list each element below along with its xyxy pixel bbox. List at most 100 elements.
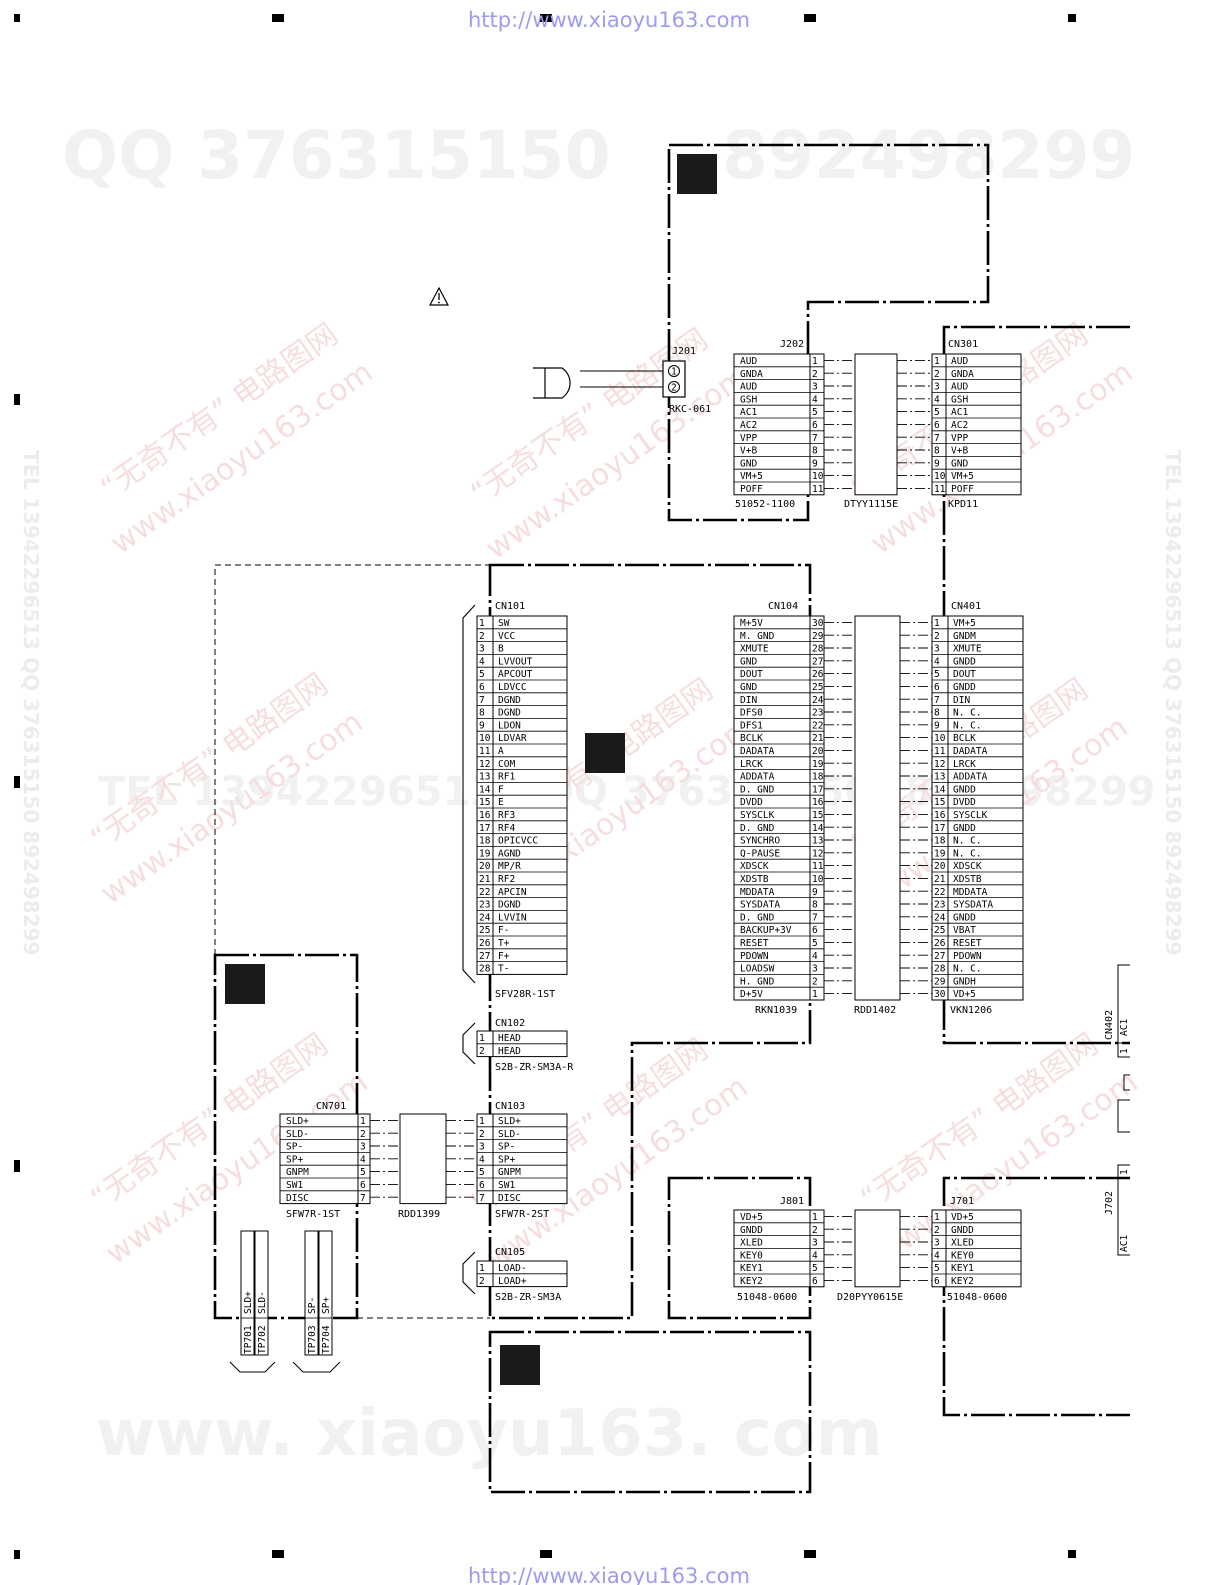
testpoint-box — [318, 1230, 333, 1356]
cn401-pin-name: GNDM — [953, 631, 976, 642]
cn105-bracket — [462, 1251, 476, 1295]
cn401-pin-name: LRCK — [953, 759, 976, 770]
top-url[interactable]: http://www.xiaoyu163.com — [468, 8, 750, 32]
board-outline-j801 — [667, 1176, 812, 1320]
board-outline-j701 — [942, 1176, 1130, 1417]
connector-labels: J202 51052-1100 DTYY1115E CN301 KPD11 CN… — [286, 339, 1007, 1303]
cn104-pin-name: SYNCHRO — [740, 836, 780, 847]
cn101-pin-number: 3 — [479, 644, 485, 655]
cn101-pin-number: 13 — [479, 772, 490, 783]
cn401-pin-number: 30 — [934, 989, 946, 1000]
cn101-pin-number: 24 — [479, 912, 491, 923]
cn104-pin-name: XDSCK — [740, 861, 769, 872]
cn101-pin-number: 12 — [479, 759, 490, 770]
j701-pin-number: 5 — [934, 1263, 940, 1274]
cn401-pin-number: 20 — [934, 861, 946, 872]
cn301-pin-name: VM+5 — [951, 471, 974, 482]
cn104-pin-name: LRCK — [740, 759, 763, 770]
cn104-pin-number: 18 — [812, 772, 824, 783]
j701-pin-name: KEY1 — [951, 1263, 974, 1274]
cn101-pin-name: F+ — [498, 951, 510, 962]
cn101-pin-number: 21 — [479, 874, 491, 885]
edge-marker — [1068, 1550, 1076, 1558]
cn401-pin-name: ADDATA — [953, 772, 988, 783]
cn101-pin-number: 14 — [479, 784, 491, 795]
j201-pin-circle — [668, 365, 680, 377]
j701-pin-name: VD+5 — [951, 1212, 974, 1223]
cn105-pin-number: 1 — [479, 1263, 485, 1274]
j202-pin-name: AUD — [740, 356, 757, 367]
cn401-pin-number: 23 — [934, 900, 945, 911]
cn101-pin-name: LDON — [498, 720, 521, 731]
j801-pin-name: KEY0 — [740, 1250, 763, 1261]
dtyy-part: DTYY1115E — [844, 499, 898, 510]
cn104-pin-name: SYSDATA — [740, 900, 780, 911]
cn104-pin-number: 22 — [812, 720, 823, 731]
cn401-pin-name: MDDATA — [953, 887, 988, 898]
j701-pin-number: 2 — [934, 1225, 940, 1236]
cn104-pin-number: 2 — [812, 976, 818, 987]
cn401-pin-number: 29 — [934, 976, 946, 987]
cn104-pin-number: 20 — [812, 746, 824, 757]
edge-marker — [272, 14, 284, 22]
watermark-qq-right: 892498299 — [722, 117, 1135, 194]
j701-pin-name: KEY0 — [951, 1250, 974, 1261]
cn301-pin-name: AC2 — [951, 420, 968, 431]
cn401-pin-name: N. C. — [953, 848, 982, 859]
j801-pin-name: VD+5 — [740, 1212, 763, 1223]
cn301-pin-name: GSH — [951, 394, 968, 405]
cn101-pin-name: AGND — [498, 848, 521, 859]
cn401-pin-number: 15 — [934, 797, 945, 808]
cn104-pin-number: 27 — [812, 656, 823, 667]
cn103-outline — [476, 1113, 568, 1205]
cn103-pin-name: SP- — [498, 1142, 515, 1153]
cn301-pin-number: 1 — [934, 356, 940, 367]
j801-pin-number: 3 — [812, 1238, 818, 1249]
cn401-pin-name: GNDD — [953, 682, 976, 693]
cn101-pin-number: 16 — [479, 810, 491, 821]
cn301-pin-name: GND — [951, 458, 968, 469]
j801-pin-name: KEY1 — [740, 1263, 763, 1274]
cn103-pin-number: 4 — [479, 1154, 485, 1165]
filled-square-icon — [677, 154, 717, 194]
board-outline-bottom — [488, 1330, 812, 1494]
cn102-part: S2B-ZR-SM3A-R — [495, 1062, 574, 1073]
wire-bracket — [1117, 1074, 1130, 1133]
cn101-pin-number: 2 — [479, 631, 485, 642]
cn401-pin-name: VBAT — [953, 925, 976, 936]
j701-pin-number: 4 — [934, 1250, 940, 1261]
cn101-bracket — [462, 604, 476, 984]
cn701-pin-name: SW1 — [286, 1180, 303, 1191]
bottom-url[interactable]: http://www.xiaoyu163.com — [468, 1564, 750, 1585]
cn101-pin-name: OPICVCC — [498, 836, 538, 847]
cn104-pin-number: 24 — [812, 695, 824, 706]
cn401-pin-number: 4 — [934, 656, 940, 667]
cn103-pin-number: 2 — [479, 1129, 485, 1140]
cn401-pin-number: 22 — [934, 887, 945, 898]
watermark-side-left: TEL 13942296513 QQ 376315150 892498299 — [19, 450, 43, 955]
cn401-pin-number: 27 — [934, 951, 945, 962]
cn701-pin-name: SLD+ — [286, 1116, 309, 1127]
cn101-pin-name: RF2 — [498, 874, 515, 885]
cn104-pin-number: 26 — [812, 669, 824, 680]
cn301-pin-number: 3 — [934, 382, 940, 393]
j202-pin-number: 9 — [812, 458, 818, 469]
cn701-pin-number: 2 — [360, 1129, 366, 1140]
cn401-pin-number: 10 — [934, 733, 946, 744]
cn401-pin-name: RESET — [953, 938, 982, 949]
cn104-pin-name: GND — [740, 656, 757, 667]
page-markers — [14, 14, 1076, 1559]
cn101-pin-number: 9 — [479, 720, 485, 731]
cn401-pin-name: N. C. — [953, 964, 982, 975]
j201-pin-circle — [668, 381, 680, 393]
cn101-pin-number: 11 — [479, 746, 491, 757]
cn103-pin-name: SP+ — [498, 1154, 515, 1165]
edge-marker — [14, 14, 20, 22]
cn301-pin-name: AUD — [951, 356, 968, 367]
edge-marker — [804, 14, 816, 22]
cn103-pin-number: 1 — [479, 1116, 485, 1127]
cn104-pin-name: Q-PAUSE — [740, 848, 780, 859]
cn301-pin-name: AUD — [951, 382, 968, 393]
